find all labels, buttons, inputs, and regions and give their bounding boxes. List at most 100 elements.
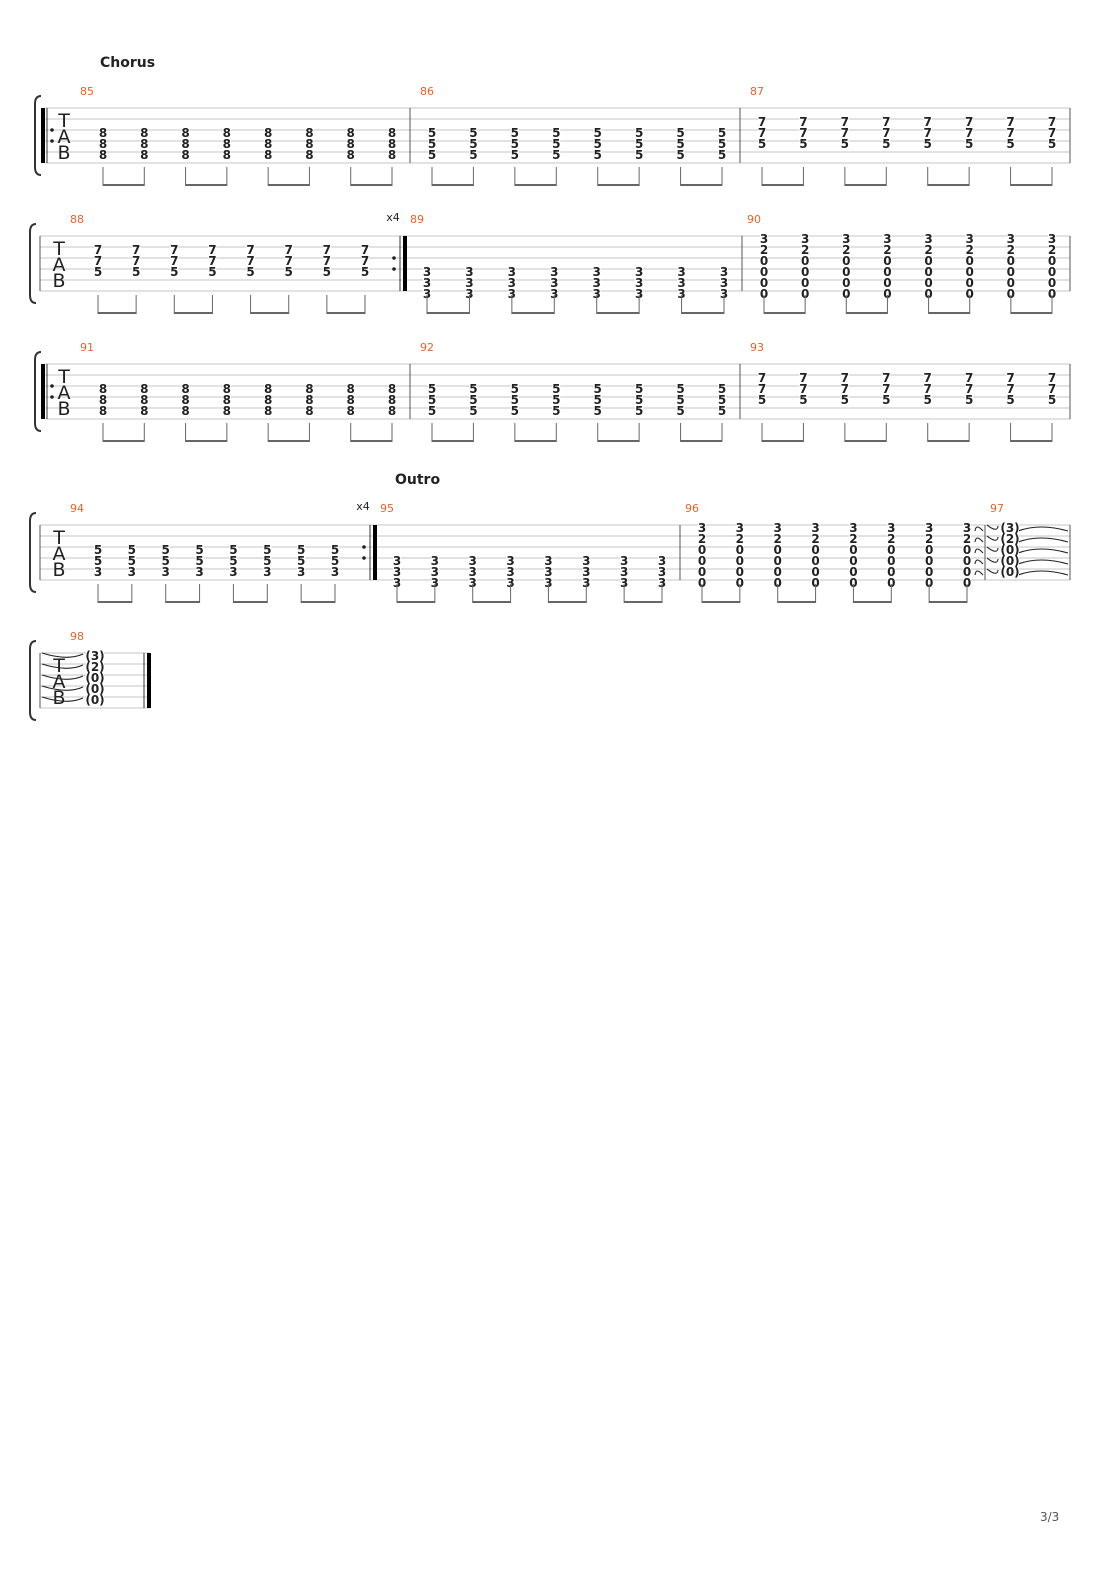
fret-bg [965,128,974,138]
tie-out-arc [1017,570,1069,576]
fret-number: 5 [263,554,271,568]
fret-number: 7 [94,243,102,257]
fret-bg [297,567,306,577]
fret-bg [965,278,974,288]
fret-number: 3 [423,276,431,290]
fret-number: 0 [760,276,768,290]
fret-number: 8 [223,382,231,396]
fret-number: 8 [99,393,107,407]
fret-bg [181,395,190,405]
chord: 888 [99,382,107,418]
fret-bg [635,267,644,277]
fret-number: 3 [550,265,558,279]
fret-bg [718,395,726,405]
fret-bg [965,256,974,266]
chord: 333 [544,554,552,590]
fret-number: 3 [582,576,590,590]
fret-bg [735,567,744,577]
fret-bg [305,395,314,405]
tie-out-arc [1017,526,1069,532]
fret-number: 5 [552,126,560,140]
fret-number: 8 [181,393,189,407]
chord: 555 [511,126,519,162]
fret-number: 3 [229,565,237,579]
fret-number: 2 [966,243,974,257]
tie-in-arc [41,652,84,658]
fret-bg [305,150,314,160]
chord: (3)(2)(0)(0)(0) [1000,521,1019,579]
fret-bg [544,556,553,566]
fret-bg [99,139,107,149]
fret-bg [842,267,851,277]
fret-number: 7 [1048,126,1056,140]
fret-number: 5 [323,265,331,279]
fret-number: 5 [552,404,560,418]
fret-number: 7 [882,126,890,140]
fret-bg [469,384,478,394]
fret-bg [346,406,355,416]
fret-number: 5 [428,126,436,140]
fret-number: 7 [323,254,331,268]
fret-number: 5 [799,137,807,151]
fret-bg [842,256,851,266]
beam [350,184,392,186]
fret-number: 7 [882,382,890,396]
fret-bg [469,128,478,138]
fret-number: 7 [285,243,293,257]
fret-bg [346,395,355,405]
fret-number: 0 [1007,287,1015,301]
fret-bg [658,578,666,588]
fret-number: 7 [361,254,369,268]
chord: 553 [195,543,203,579]
fret-bg [735,534,744,544]
fret-number: 3 [297,565,305,579]
tab-clef-letter: B [52,559,65,581]
fret-bg [760,267,768,277]
beam [929,601,967,603]
fret-number: (3) [85,649,104,663]
fret-bg [758,128,766,138]
chord: 888 [140,382,148,418]
fret-number: 8 [347,382,355,396]
fret-bg [469,139,478,149]
chord: 555 [469,126,477,162]
beam [597,184,640,186]
chord: 555 [676,382,684,418]
chord: 775 [323,243,331,279]
fret-number: 3 [550,276,558,290]
fret-bg [331,545,339,555]
tab-clef-letter: T [52,238,65,260]
chord: 775 [246,243,254,279]
fret-number: 8 [305,137,313,151]
fret-number: 5 [594,126,602,140]
chord: 888 [181,382,189,418]
fret-number: 5 [297,543,305,557]
fret-bg [849,567,858,577]
fret-bg [208,267,217,277]
fret-bg [592,289,601,299]
fret-bg [963,567,971,577]
fret-number: 2 [963,532,971,546]
fret-number: 8 [388,393,396,407]
fret-bg [222,150,231,160]
chord: 775 [882,371,890,407]
fret-bg [264,384,273,394]
fret-bg [592,278,601,288]
chord: 888 [347,382,355,418]
fret-bg [882,373,891,383]
tab-clef-letter: T [57,366,70,388]
fret-number: 3 [658,576,666,590]
fret-bg [361,256,369,266]
fret-bg [161,556,170,566]
fret-number: 8 [140,404,148,418]
fret-number: 0 [887,576,895,590]
fret-number: 0 [774,554,782,568]
fret-bg [393,567,401,577]
beam [472,601,511,603]
fret-bg [469,395,478,405]
fret-number: 7 [924,126,932,140]
fret-number: 0 [774,576,782,590]
fret-bg [1001,567,1019,577]
